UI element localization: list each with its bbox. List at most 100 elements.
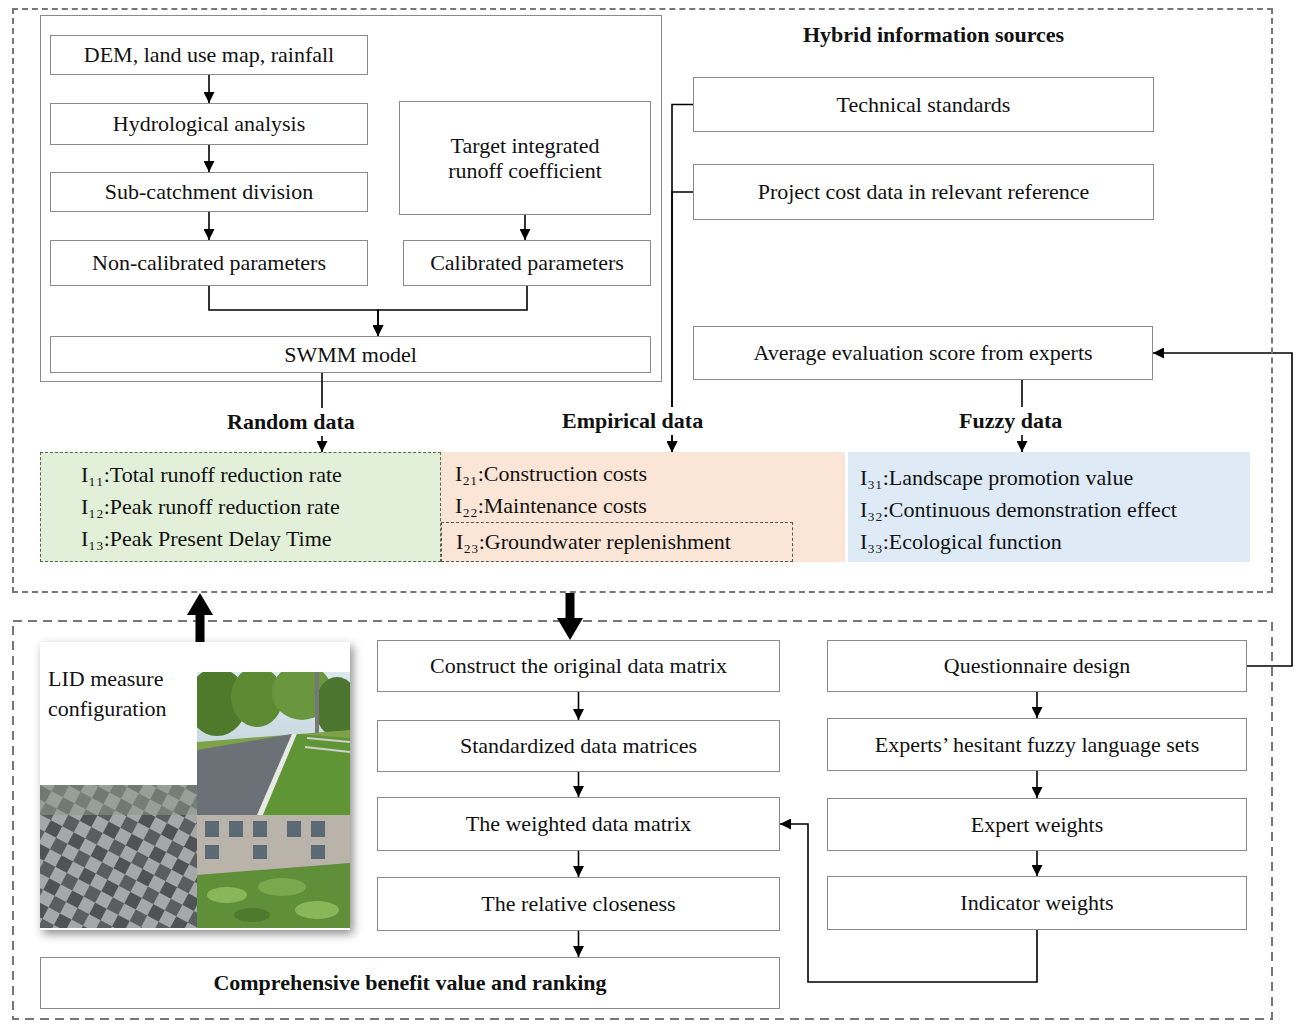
model-box: SWMM model (50, 336, 651, 373)
source-box: Project cost data in relevant reference (693, 164, 1154, 220)
process-box: Sub-catchment division (50, 172, 368, 212)
process-box: The weighted data matrix (377, 797, 780, 851)
connector-arrow (672, 105, 693, 453)
box-label: DEM, land use map, rainfall (84, 42, 335, 67)
fence (305, 747, 350, 752)
indicator-label: I₁₃:Peak Present Delay Time (81, 523, 332, 555)
box-label: Calibrated parameters (430, 250, 624, 275)
panel-heading: Fuzzy data (955, 407, 1066, 435)
window (311, 845, 325, 859)
median-grass (263, 734, 350, 815)
indicator-label: I₃₂:Continuous demonstration effect (860, 494, 1177, 526)
parameter-box: Non-calibrated parameters (50, 240, 368, 286)
indicator-label: I₁₂:Peak runoff reduction rate (81, 491, 340, 523)
paving-edge (40, 785, 197, 815)
indicator-label: I₂₁:Construction costs (455, 458, 647, 490)
flow-block-arrow (196, 615, 205, 642)
grass (197, 730, 350, 815)
connector-arrow (578, 692, 580, 720)
process-box: Expert weights (827, 798, 1247, 851)
panel-heading: Random data (223, 408, 359, 436)
target-box: Target integrated runoff coefficient (399, 101, 651, 215)
building (197, 815, 350, 928)
tree (315, 677, 359, 737)
indicator-label: I₂₃:Groundwater replenishment (456, 523, 731, 561)
flow-block-arrow (566, 593, 575, 618)
box-label: The weighted data matrix (466, 811, 691, 836)
connector-arrow (208, 212, 210, 240)
connector-arrow (208, 145, 210, 172)
shrub (234, 908, 270, 922)
group-frame (41, 16, 662, 382)
connector-arrow (578, 851, 580, 877)
box-label: Sub-catchment division (105, 179, 313, 204)
window (287, 821, 301, 837)
parameter-box: Calibrated parameters (403, 240, 651, 286)
shrub (258, 878, 306, 896)
shrub (207, 887, 247, 903)
window (253, 821, 267, 837)
box-label: Technical standards (837, 92, 1011, 117)
box-label: Project cost data in relevant reference (758, 179, 1090, 204)
box-label: Expert weights (971, 812, 1104, 837)
shrub (295, 901, 339, 919)
process-box: Hydrological analysis (50, 103, 368, 145)
box-label: Target integrated runoff coefficient (423, 133, 628, 184)
window (205, 821, 219, 837)
source-box: Technical standards (693, 77, 1154, 132)
window (229, 821, 243, 837)
green-roof-photo (197, 815, 350, 928)
indicator-subbox: I₂₃:Groundwater replenishment (441, 522, 793, 562)
lid-photo-panel: LID measure configuration (40, 642, 350, 930)
connector-arrow (578, 772, 580, 797)
window (205, 845, 219, 859)
connector-arrow (1036, 851, 1038, 876)
panel-label: LID measure configuration (48, 664, 198, 723)
connector-arrow (209, 286, 378, 336)
indicator-label: I₁₁:Total runoff reduction rate (81, 459, 342, 491)
box-label: Experts’ hesitant fuzzy language sets (875, 732, 1200, 757)
input-data-box: DEM, land use map, rainfall (50, 35, 368, 75)
indicator-label: I₃₁:Landscape promotion value (860, 462, 1133, 494)
connector-arrow (524, 215, 526, 240)
method-region (13, 621, 1272, 1019)
process-box: Experts’ hesitant fuzzy language sets (827, 718, 1247, 771)
box-label: Non-calibrated parameters (92, 250, 326, 275)
connector-arrow (578, 931, 580, 957)
box-label: Average evaluation score from experts (753, 340, 1092, 365)
process-box: Indicator weights (827, 876, 1247, 930)
box-label: Comprehensive benefit value and ranking (213, 970, 606, 995)
indicator-panel: Random dataI₁₁:Total runoff reduction ra… (40, 452, 441, 562)
indicator-label: I₃₃:Ecological function (860, 526, 1062, 558)
fence (307, 738, 350, 742)
paving-photo (40, 785, 197, 928)
window (311, 821, 325, 837)
source-region: Hybrid information sourcesDEM, land use … (12, 8, 1273, 593)
process-box: Standardized data matrices (377, 720, 780, 772)
score-box: Average evaluation score from experts (693, 326, 1153, 380)
indicator-label: I₂₂:Maintenance costs (455, 490, 647, 522)
panel-heading: Empirical data (558, 407, 707, 435)
indicator-panel: Fuzzy dataI₃₁:Landscape promotion valueI… (848, 452, 1250, 562)
box-label: The relative closeness (481, 891, 675, 916)
box-label: SWMM model (284, 342, 417, 367)
box-label: Questionnaire design (944, 653, 1130, 678)
window (253, 845, 267, 859)
box-label: Construct the original data matrix (430, 653, 727, 678)
process-box: The relative closeness (377, 877, 780, 931)
process-box: Questionnaire design (827, 640, 1247, 692)
region-heading: Hybrid information sources (803, 22, 1064, 47)
connector-arrow (208, 75, 210, 103)
road-photo (187, 664, 359, 815)
box-label: Standardized data matrices (460, 733, 697, 758)
permeable-paving (40, 785, 197, 928)
indicator-panel: Empirical dataI₂₁:Construction costsI₂₂:… (441, 452, 845, 562)
connector-arrow (1036, 771, 1038, 798)
connector-arrow (378, 286, 527, 336)
box-label: Indicator weights (960, 890, 1113, 915)
process-box: Construct the original data matrix (377, 640, 780, 692)
roof-garden (197, 863, 350, 928)
box-label: Hydrological analysis (113, 111, 305, 136)
connector-arrow (1036, 692, 1038, 718)
